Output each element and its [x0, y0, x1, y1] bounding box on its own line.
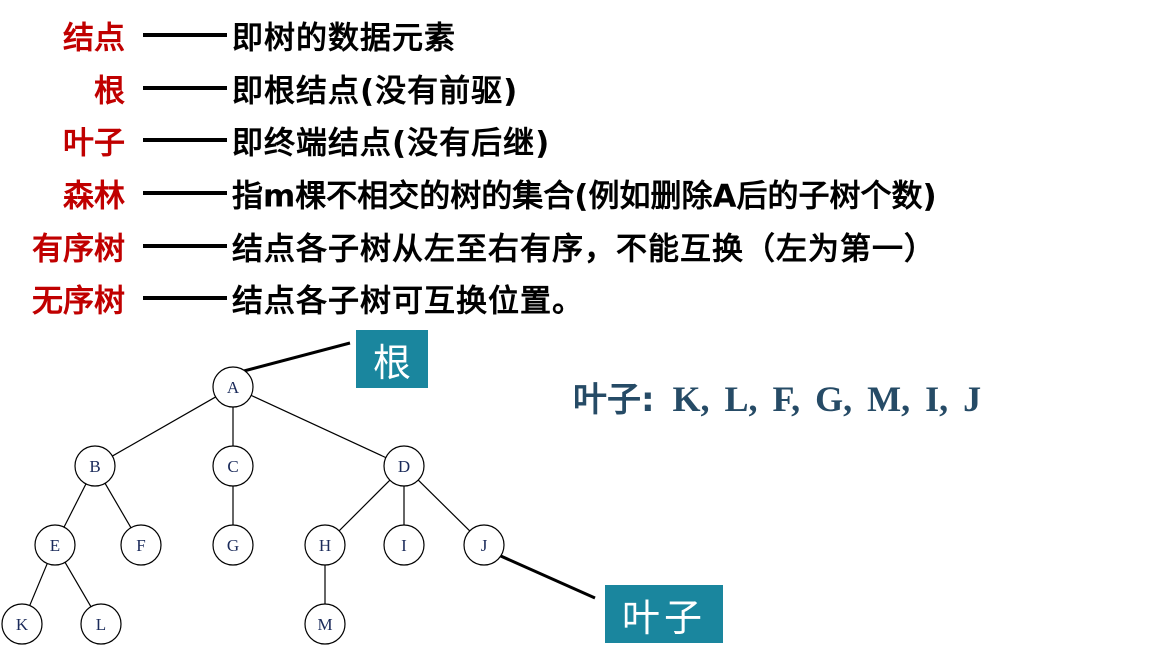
node-circle	[1, 603, 43, 645]
tree-node-L: L	[80, 603, 122, 645]
node-label: H	[319, 536, 331, 555]
node-circle	[34, 524, 76, 566]
term-unordered-tree: 无序树	[32, 283, 125, 320]
definition-text: 结点各子树可互换位置。	[232, 283, 584, 320]
node-circle	[463, 524, 505, 566]
definition-row-root: 根 即根结点(没有前驱)	[0, 63, 1169, 113]
dash-separator	[143, 296, 227, 300]
definition-row-ordered-tree: 有序树 结点各子树从左至右有序，不能互换（左为第一）	[0, 221, 1169, 271]
node-circle	[383, 524, 425, 566]
node-circle	[212, 524, 254, 566]
node-label: K	[16, 615, 29, 634]
tree-node-M: M	[304, 603, 346, 645]
edge-A-D	[250, 394, 387, 459]
definition-text: 指m棵不相交的树的集合(例如删除A后的子树个数)	[232, 178, 937, 215]
edge-E-K	[29, 563, 48, 606]
node-label: M	[317, 615, 332, 634]
dash-separator	[143, 86, 227, 90]
node-circle	[304, 524, 346, 566]
node-circle	[304, 603, 346, 645]
node-label: C	[227, 457, 238, 476]
edge-B-F	[104, 482, 132, 529]
term-forest: 森林	[63, 178, 125, 215]
tree-node-H: H	[304, 524, 346, 566]
tree-node-G: G	[212, 524, 254, 566]
definition-row-forest: 森林 指m棵不相交的树的集合(例如删除A后的子树个数)	[0, 168, 1169, 218]
tree-node-A: A	[212, 366, 254, 408]
leaf-callout: 叶子	[605, 585, 723, 643]
node-circle	[120, 524, 162, 566]
term-leaf: 叶子	[63, 125, 125, 162]
definition-row-node: 结点 即树的数据元素	[0, 10, 1169, 60]
edge-A-B	[112, 396, 216, 457]
dash-separator	[143, 138, 227, 142]
definition-row-leaf: 叶子 即终端结点(没有后继)	[0, 115, 1169, 165]
node-label: F	[136, 536, 145, 555]
definition-text: 即树的数据元素	[232, 20, 456, 57]
tree-node-K: K	[1, 603, 43, 645]
term-node: 结点	[63, 20, 125, 57]
tree-node-J: J	[463, 524, 505, 566]
node-label: G	[227, 536, 239, 555]
tree-node-C: C	[212, 445, 254, 487]
definition-text: 即根结点(没有前驱)	[232, 73, 519, 110]
edge-D-H	[338, 479, 391, 532]
definition-text: 即终端结点(没有后继)	[232, 125, 551, 162]
leaves-values: K, L, F, G, M, I, J	[672, 379, 982, 419]
node-label: E	[50, 536, 60, 555]
dash-separator	[143, 191, 227, 195]
dash-separator	[143, 244, 227, 248]
edge-D-J	[417, 479, 471, 532]
node-circle	[383, 445, 425, 487]
edge-B-E	[63, 483, 87, 528]
leaf-pointer-line	[493, 551, 596, 600]
leaves-label: 叶子:	[573, 380, 655, 420]
edge-E-L	[64, 561, 92, 608]
node-circle	[74, 445, 116, 487]
tree-nodes: A B C D E F G H I J K L M	[1, 366, 505, 645]
definition-row-unordered-tree: 无序树 结点各子树可互换位置。	[0, 273, 1169, 323]
tree-node-B: B	[74, 445, 116, 487]
term-ordered-tree: 有序树	[32, 231, 125, 268]
definition-text: 结点各子树从左至右有序，不能互换（左为第一）	[232, 231, 936, 268]
node-circle	[212, 366, 254, 408]
root-pointer-line	[239, 341, 351, 374]
root-callout: 根	[356, 330, 428, 388]
node-label: D	[398, 457, 410, 476]
node-circle	[80, 603, 122, 645]
leaves-summary: 叶子: K, L, F, G, M, I, J	[573, 372, 981, 421]
node-circle	[212, 445, 254, 487]
callout-pointers	[239, 341, 596, 600]
tree-node-F: F	[120, 524, 162, 566]
node-label: I	[401, 536, 407, 555]
tree-node-E: E	[34, 524, 76, 566]
node-label: L	[96, 615, 106, 634]
tree-node-I: I	[383, 524, 425, 566]
tree-node-D: D	[383, 445, 425, 487]
dash-separator	[143, 33, 227, 37]
term-root: 根	[94, 73, 125, 110]
node-label: A	[227, 378, 240, 397]
node-label: B	[89, 457, 100, 476]
node-label: J	[481, 536, 488, 555]
tree-edges	[29, 394, 471, 608]
